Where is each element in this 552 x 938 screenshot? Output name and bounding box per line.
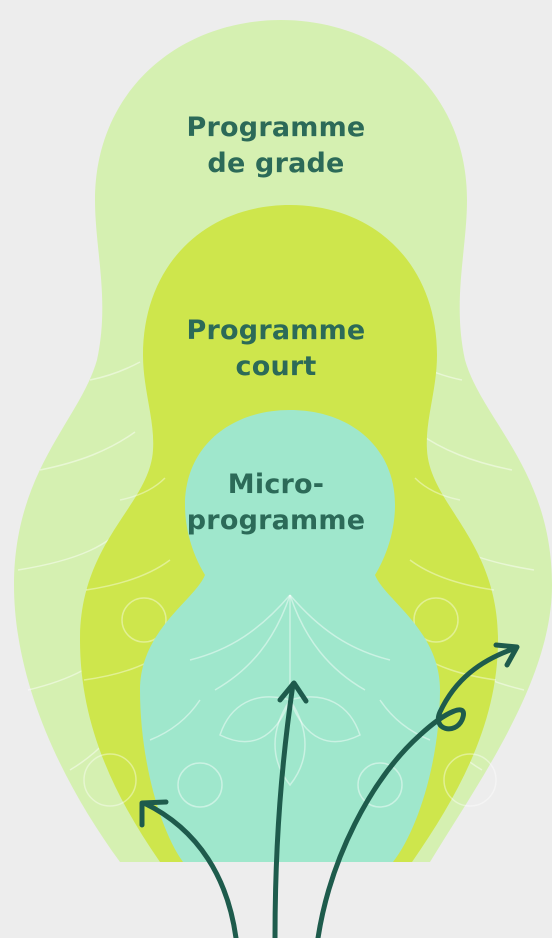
arrow-right xyxy=(315,645,519,938)
inner-doll xyxy=(140,410,440,862)
outer-doll-label-line2: de grade xyxy=(207,148,345,179)
outer-doll-label-line1: Programme xyxy=(186,112,366,143)
branching-arrows-icon xyxy=(139,642,520,938)
middle-doll-label: Programme court xyxy=(176,313,376,385)
arrow-left-head xyxy=(139,799,169,828)
middle-doll-label-line1: Programme xyxy=(186,315,366,346)
inner-doll-body xyxy=(140,410,440,862)
inner-doll-ornament xyxy=(149,594,431,808)
arrow-right-head xyxy=(493,642,520,668)
inner-doll-label-line1: Micro- xyxy=(227,469,325,500)
middle-doll-label-line2: court xyxy=(235,351,317,382)
inner-doll-label: Micro- programme xyxy=(186,467,366,539)
inner-doll-label-line2: programme xyxy=(186,505,366,536)
arrow-left xyxy=(141,800,239,938)
arrow-center-head xyxy=(277,680,309,704)
outer-doll-label: Programme de grade xyxy=(176,110,376,182)
arrow-center xyxy=(272,681,296,938)
